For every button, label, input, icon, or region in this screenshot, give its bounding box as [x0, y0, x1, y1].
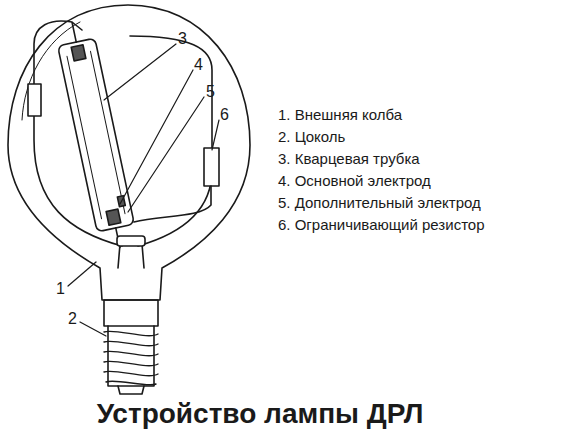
resistor-right: [204, 148, 219, 186]
legend-item: 6. Ограничивающий резистор: [278, 216, 485, 234]
screw-threads: [104, 331, 158, 385]
legend-item: 4. Основной электрод: [278, 172, 431, 190]
resistor-lead: [134, 186, 211, 222]
tube-seal: [72, 23, 76, 43]
legend-item: 3. Кварцевая трубка: [278, 150, 420, 168]
callout-number: 2: [68, 310, 77, 328]
main-electrode-top: [71, 45, 86, 61]
leader-line: [120, 70, 193, 204]
callout-number: 3: [178, 30, 187, 48]
callout-number: 5: [206, 83, 215, 101]
main-electrode: [106, 209, 121, 225]
outer-bulb: [8, 5, 250, 300]
quartz-tube: [58, 38, 135, 232]
base-contact: [118, 386, 144, 394]
resistor-left: [28, 84, 41, 116]
leader-line: [104, 44, 176, 100]
callout-number: 1: [56, 280, 65, 298]
leader-line: [68, 262, 96, 286]
legend-item: 5. Дополнительный электрод: [278, 194, 481, 212]
quartz-tube-group: [54, 19, 139, 252]
legend-item: 2. Цоколь: [278, 128, 345, 146]
tube-inner-line: [90, 51, 125, 213]
leader-line: [80, 322, 106, 336]
support-wire-right: [130, 36, 212, 246]
base-collar: [104, 300, 158, 326]
legend-item: 1. Внешняя колба: [278, 106, 402, 124]
glass-stem: [118, 244, 144, 268]
stem-collar: [117, 236, 145, 246]
diagram-title: Устройство лампы ДРЛ: [97, 398, 424, 430]
callout-number: 4: [194, 56, 203, 74]
leader-line: [212, 120, 219, 150]
callout-number: 6: [220, 106, 229, 124]
leader-line: [128, 97, 204, 212]
